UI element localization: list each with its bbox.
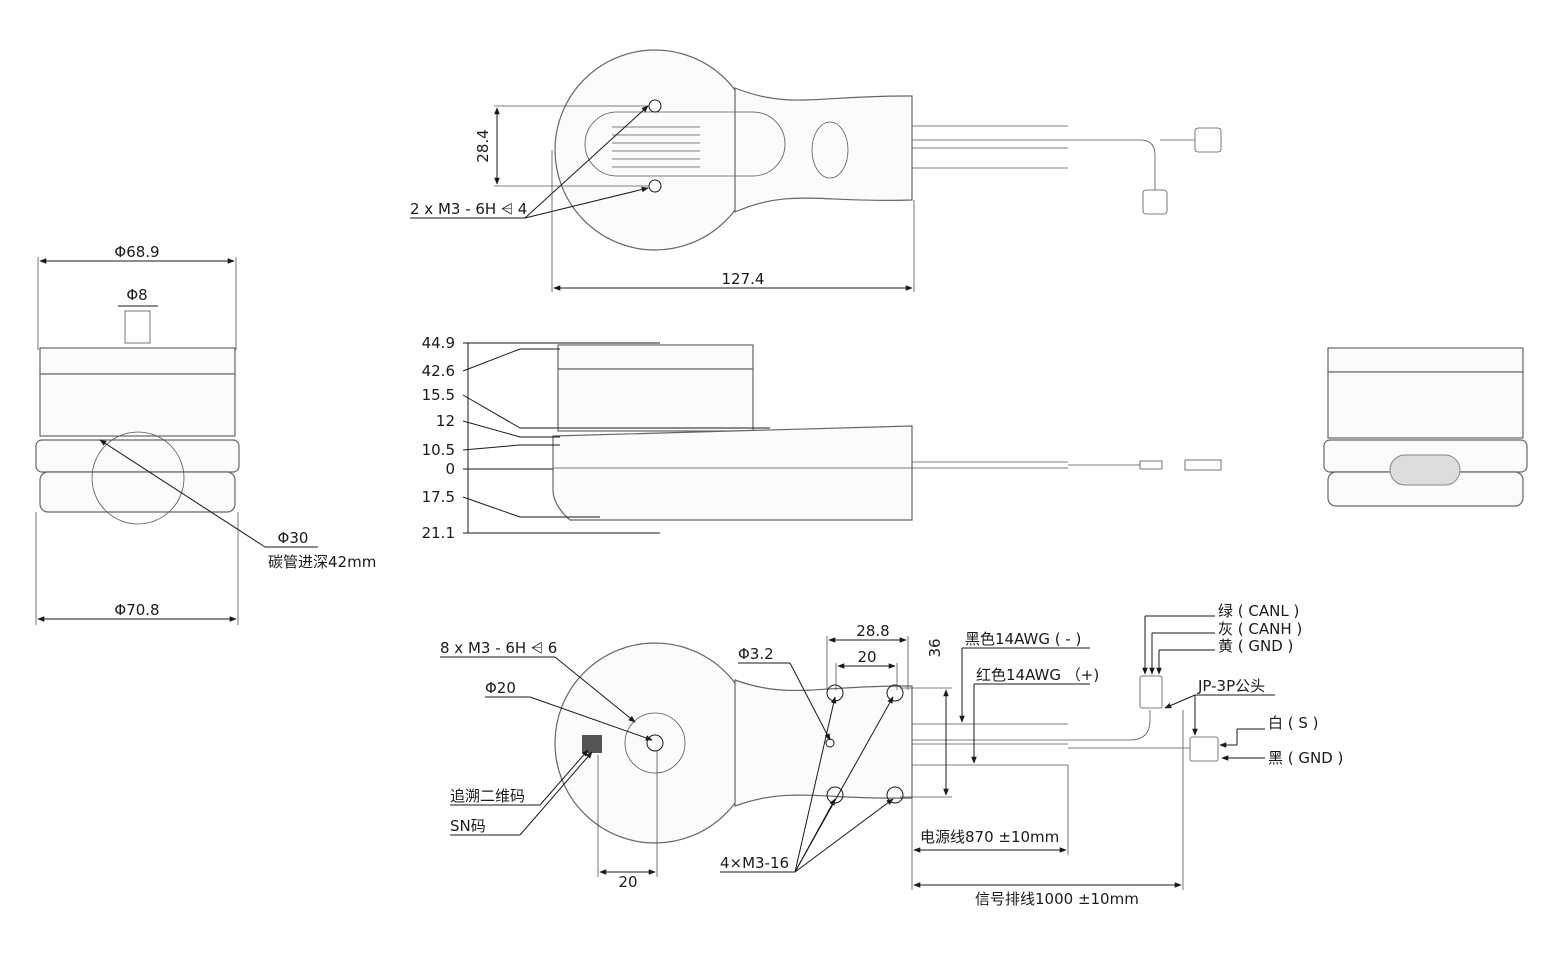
- side-view-rotor: [557, 368, 754, 432]
- connector-label: JP-3P公头: [1197, 677, 1265, 695]
- green-can-label: 绿 ( CANL ): [1218, 602, 1299, 620]
- left-view: Φ68.9 Φ8 Φ30 碳管进深42mm Φ70.8: [35, 243, 376, 625]
- black-wire-label: 黑色14AWG ( - ): [965, 630, 1081, 648]
- top-view-rotor-circle: [554, 49, 756, 251]
- side-view-arm: [552, 425, 913, 521]
- center-hole: [646, 734, 664, 752]
- top-view: 28.4 2 x M3 - 6H ⩤ 4 127.4: [410, 49, 1222, 292]
- dim-20-bottom: 20: [618, 873, 637, 891]
- dim-phi30: Φ30: [278, 529, 309, 547]
- height-44-9: 44.9: [422, 334, 455, 352]
- dim-phi70-8: Φ70.8: [114, 601, 159, 619]
- grey-can-label: 灰 ( CANH ): [1218, 620, 1302, 638]
- top-view-slot: [584, 111, 786, 177]
- signal-cable-label: 信号排线1000 ±10mm: [975, 890, 1139, 908]
- side-view-rotor-top: [557, 344, 754, 370]
- power-cable-label: 电源线870 ±10mm: [920, 828, 1059, 846]
- qr-code-block: [582, 735, 602, 753]
- side-view: 44.9 42.6 15.5 12 10.5 0 17.5 21.1: [422, 334, 1222, 542]
- height-15-5: 15.5: [422, 386, 455, 404]
- top-view-arm: [734, 87, 913, 213]
- height-21-1: 21.1: [422, 524, 455, 542]
- qr-label: 追溯二维码: [450, 787, 525, 805]
- right-view-vent: [1389, 454, 1461, 486]
- dim-phi8: Φ8: [126, 286, 147, 304]
- right-view: [1323, 347, 1528, 507]
- top-view-vent-lines: [612, 126, 700, 168]
- left-view-rotor: [39, 373, 236, 437]
- left-view-mount: [35, 439, 240, 473]
- dim-127-4: 127.4: [722, 270, 765, 288]
- bottom-view-arm: [734, 679, 913, 807]
- tube-depth-note: 碳管进深42mm: [268, 553, 376, 571]
- thread-label-8x: 8 x M3 - 6H ⩤ 6: [440, 639, 557, 657]
- left-view-rotor-top: [39, 347, 236, 375]
- red-wire-label: 红色14AWG （+): [976, 666, 1099, 684]
- dim-phi20: Φ20: [485, 679, 516, 697]
- dim-28-8: 28.8: [856, 622, 889, 640]
- bottom-view: 8 x M3 - 6H ⩤ 6 Φ20 Φ3.2 28.8 20 36 追溯二维…: [440, 602, 1343, 908]
- dim-20-top: 20: [857, 648, 876, 666]
- black-gnd-label: 黑 ( GND ): [1268, 749, 1343, 767]
- yellow-gnd-label: 黄 ( GND ): [1218, 637, 1293, 655]
- height-42-6: 42.6: [422, 362, 455, 380]
- dim-36: 36: [926, 638, 944, 657]
- height-10-5: 10.5: [422, 441, 455, 459]
- top-view-wires: [912, 125, 1222, 215]
- left-view-tube-circle: [91, 431, 185, 525]
- white-s-label: 白 ( S ): [1268, 714, 1319, 732]
- bottom-view-wires: [912, 675, 1219, 766]
- height-12: 12: [436, 412, 455, 430]
- screws-label: 4×M3-16: [720, 854, 789, 872]
- height-17-5: 17.5: [422, 488, 455, 506]
- left-view-clamp: [39, 471, 236, 513]
- sn-label: SN码: [450, 817, 486, 835]
- left-view-shaft: [124, 310, 151, 344]
- dim-phi68-9: Φ68.9: [114, 243, 159, 261]
- dim-28-4: 28.4: [474, 129, 492, 162]
- dim-phi3-2: Φ3.2: [738, 645, 774, 663]
- height-0: 0: [445, 460, 455, 478]
- thread-label-2x: 2 x M3 - 6H ⩤ 4: [410, 200, 527, 218]
- top-view-arm-cutout: [811, 121, 849, 179]
